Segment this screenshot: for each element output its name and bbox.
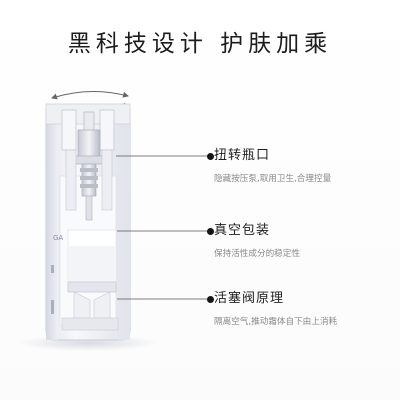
bullet-dot-icon <box>207 296 214 303</box>
bottle-side-print <box>51 265 54 314</box>
bottle-label-text: GA <box>53 234 63 242</box>
feature-description: 保持活性成分的稳定性 <box>214 249 300 259</box>
bullet-dot-icon <box>207 228 214 235</box>
pump-mechanism <box>65 111 113 221</box>
cream-chamber <box>67 229 117 283</box>
piston <box>61 281 119 331</box>
feature-twist-nozzle: 扭转瓶口 隐藏按压泵,取用卫生,合理控量 <box>214 148 394 185</box>
leader-lines <box>116 155 210 300</box>
feature-piston-valve: 活塞阀原理 隔离空气,推动霜体自下由上消耗 <box>214 291 394 328</box>
feature-title: 真空包装 <box>214 223 271 238</box>
bullet-dot-icon <box>207 153 214 160</box>
feature-description: 隐藏按压泵,取用卫生,合理控量 <box>214 174 332 184</box>
feature-title: 扭转瓶口 <box>214 148 271 163</box>
headline: 黑科技设计 护肤加乘 <box>67 31 333 57</box>
feature-title: 活塞阀原理 <box>214 291 285 306</box>
feature-vacuum-package: 真空包装 保持活性成分的稳定性 <box>214 223 394 260</box>
feature-description: 隔离空气,推动霜体自下由上消耗 <box>214 317 338 327</box>
